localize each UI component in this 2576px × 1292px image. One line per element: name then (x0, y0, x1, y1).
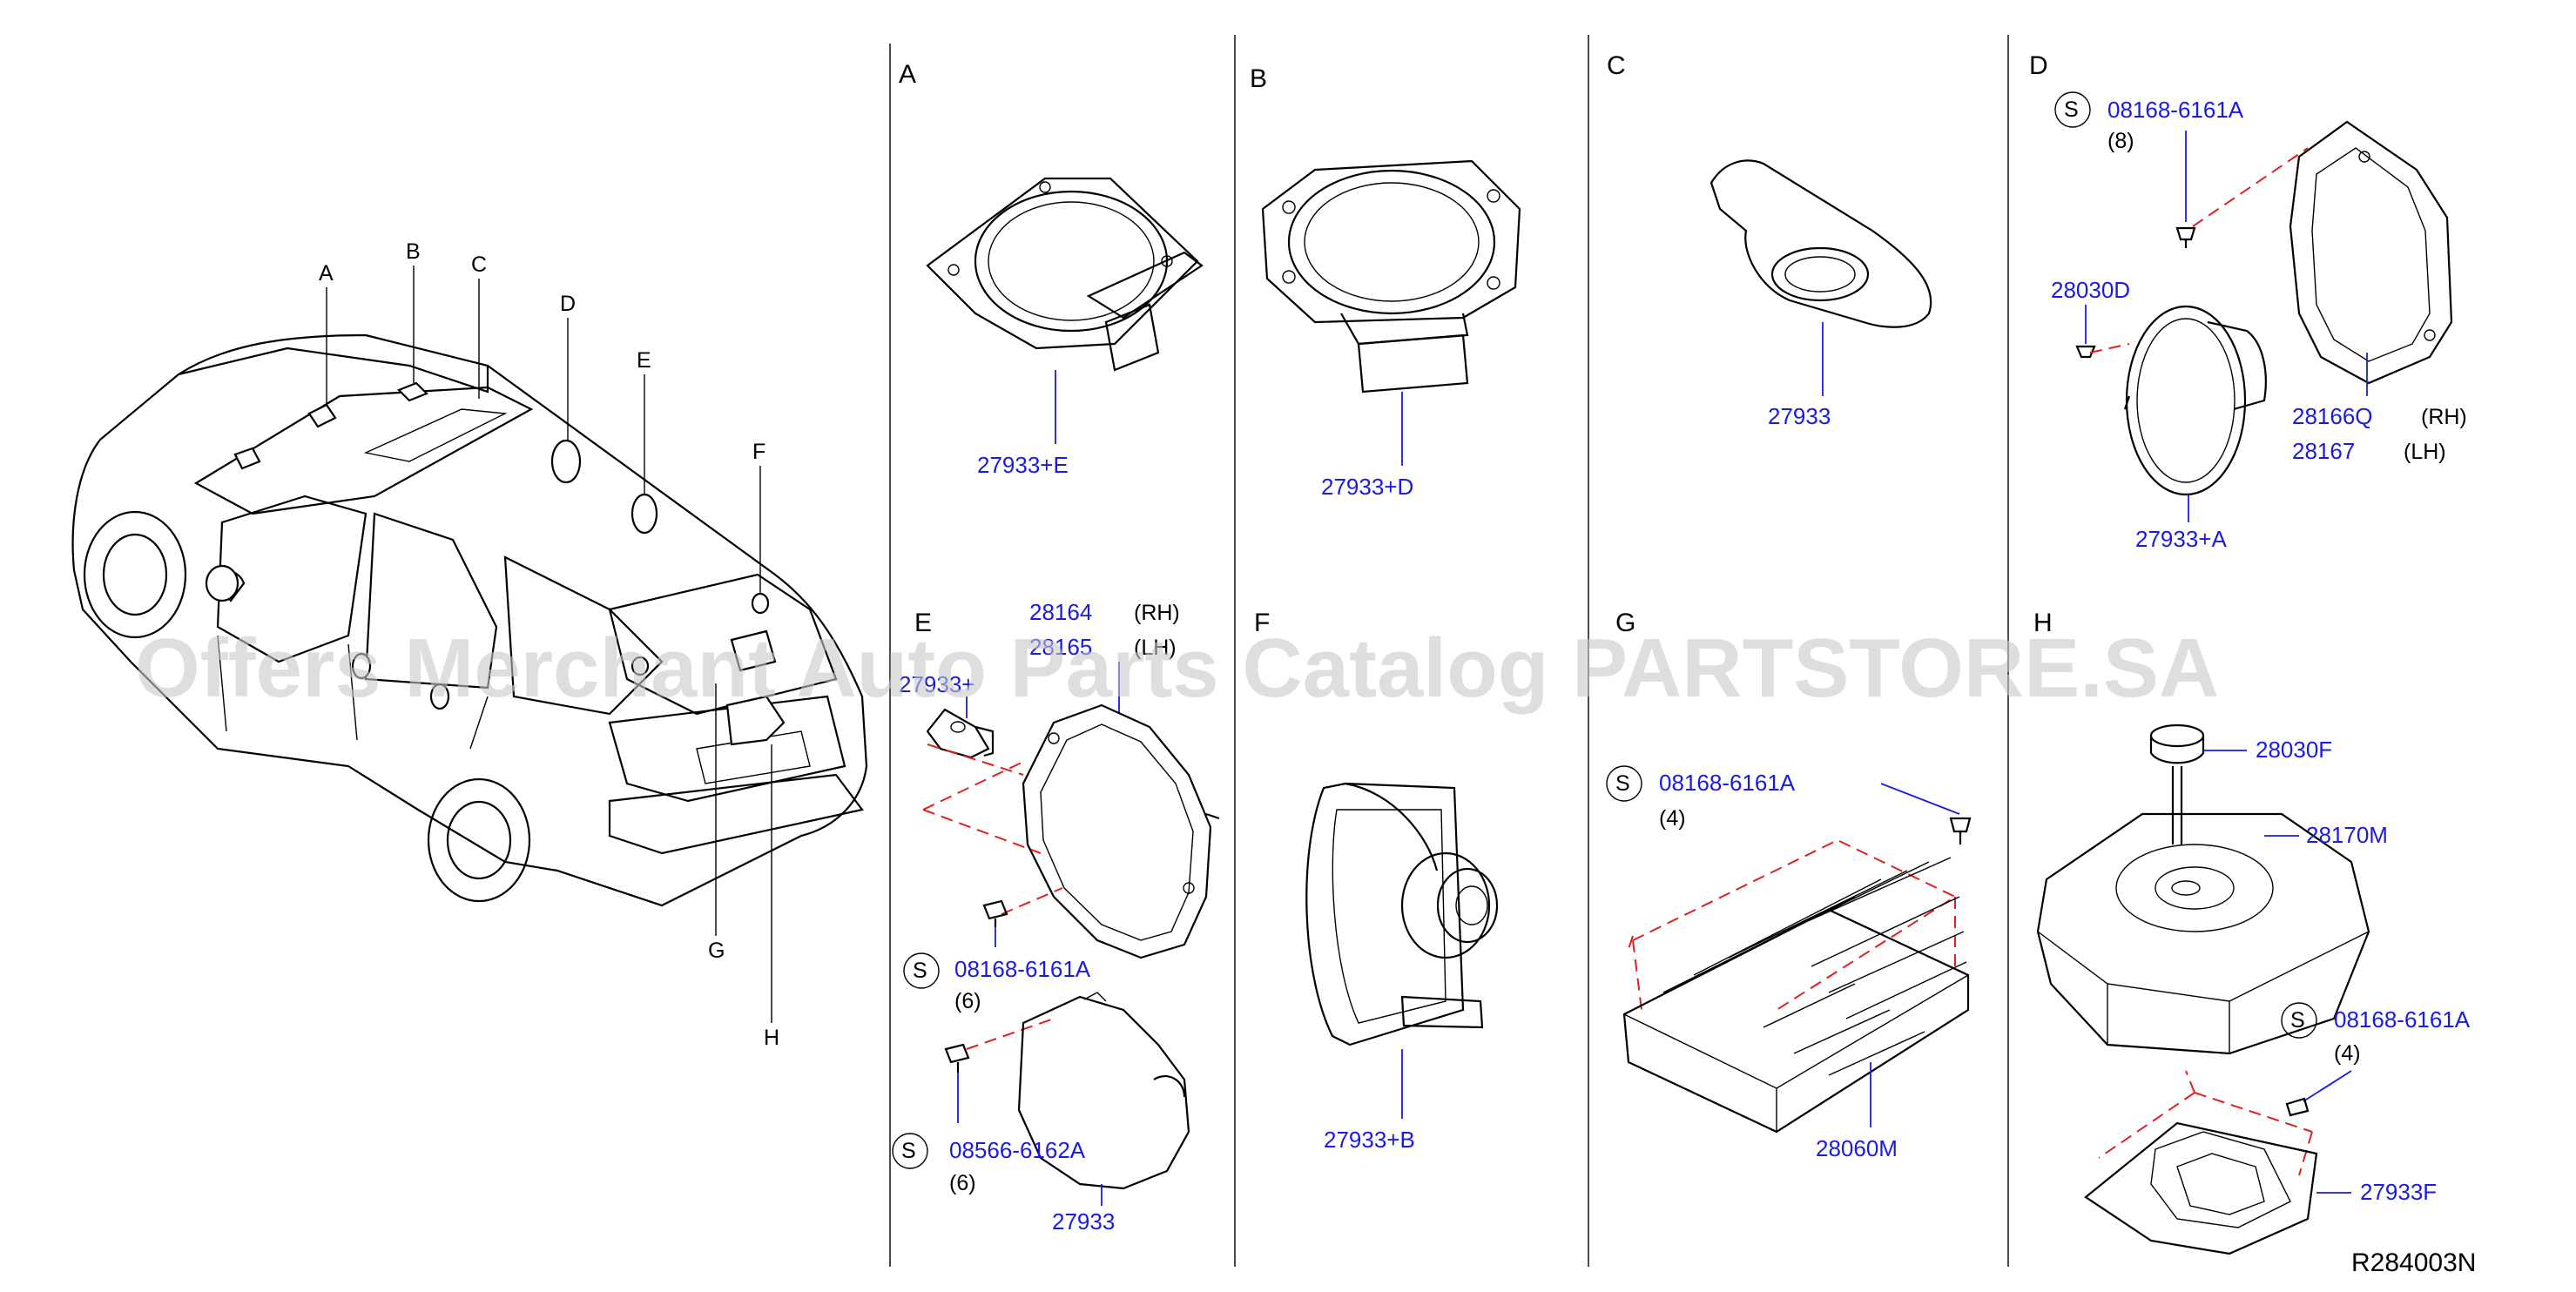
section-label-f: F (1254, 609, 1270, 637)
part-27933-d[interactable]: 27933+D (1321, 474, 1413, 500)
part-28030d[interactable]: 28030D (2051, 277, 2130, 303)
qty-g-screw: (4) (1659, 806, 1686, 831)
s-marker-d (2054, 91, 2091, 128)
section-label-c: C (1607, 51, 1626, 80)
speaker-f-drawing (1305, 782, 1499, 1046)
part-28170m[interactable]: 28170M (2306, 822, 2388, 848)
screw-small-d-drawing (2075, 345, 2096, 359)
part-28164[interactable]: 28164 (1029, 599, 1092, 625)
bracket-e-drawing (1022, 703, 1220, 959)
part-27933-b[interactable]: 27933+B (1324, 1127, 1415, 1153)
vehicle-illustration (71, 266, 868, 1023)
part-08168-6161a-h[interactable]: 08168-6161A (2334, 1006, 2471, 1033)
s-marker-d-text: S (2064, 98, 2079, 122)
cover-h-drawing (2084, 1121, 2318, 1255)
section-label-b: B (1250, 64, 1267, 93)
section-label-d: D (2029, 51, 2048, 80)
s-marker-h (2281, 1002, 2317, 1039)
speaker-e-drawing (1017, 992, 1190, 1190)
tweeter-e-drawing (926, 708, 995, 759)
callout-c: C (471, 252, 487, 277)
qty-e-screw2: (6) (949, 1171, 976, 1195)
part-08168-6161a-d[interactable]: 08168-6161A (2107, 97, 2244, 123)
screw-h-drawing (2285, 1097, 2310, 1117)
speaker-b-drawing (1261, 159, 1521, 394)
s-marker-e1-text: S (913, 959, 927, 983)
callout-d: D (560, 292, 576, 316)
section-label-e: E (914, 609, 932, 637)
callout-e: E (637, 348, 651, 373)
side-rh-d: (RH) (2421, 405, 2467, 429)
callout-g: G (708, 939, 725, 963)
speaker-c-drawing (1709, 159, 1932, 328)
enclosure-h-drawing (2036, 812, 2370, 1055)
s-marker-e1 (903, 952, 940, 989)
part-27933-a[interactable]: 27933+A (2135, 526, 2227, 552)
section-label-h: H (2033, 609, 2053, 637)
panel-dividers (889, 35, 2009, 1267)
bracket-d-drawing (2289, 120, 2453, 385)
s-marker-e2 (892, 1133, 928, 1169)
diagram-reference: R284003N (2351, 1248, 2476, 1277)
amplifier-g-drawing (1622, 857, 1970, 1134)
part-28030f[interactable]: 28030F (2256, 737, 2332, 763)
part-28167[interactable]: 28167 (2292, 438, 2355, 464)
screw-e1-drawing (982, 899, 1008, 927)
screw-g-drawing (1949, 817, 1972, 845)
s-marker-e2-text: S (901, 1139, 916, 1163)
side-lh-e: (LH) (1134, 636, 1177, 660)
part-08566-6162a[interactable]: 08566-6162A (949, 1137, 1086, 1163)
s-marker-h-text: S (2290, 1008, 2305, 1033)
screw-e2-drawing (944, 1043, 970, 1073)
section-label-g: G (1615, 609, 1635, 637)
bolt-h-drawing (2149, 723, 2205, 845)
section-label-a: A (899, 60, 916, 89)
qty-h-screw: (4) (2334, 1041, 2361, 1066)
callout-f: F (752, 440, 765, 464)
speaker-d-drawing (2123, 305, 2267, 496)
callout-a: A (319, 261, 334, 286)
part-27933-e-speaker[interactable]: 27933 (1052, 1208, 1115, 1235)
side-lh-d: (LH) (2404, 440, 2446, 464)
part-27933-c[interactable]: 27933 (1768, 403, 1831, 429)
part-28166q[interactable]: 28166Q (2292, 403, 2373, 429)
qty-e-screw1: (6) (954, 989, 981, 1013)
part-08168-6161a-e[interactable]: 08168-6161A (954, 956, 1091, 982)
part-28060m[interactable]: 28060M (1816, 1135, 1898, 1161)
part-08168-6161a-g[interactable]: 08168-6161A (1659, 770, 1796, 796)
part-27933-e[interactable]: 27933+E (977, 452, 1069, 478)
s-marker-g (1606, 765, 1642, 802)
callout-b: B (406, 239, 421, 264)
part-28165[interactable]: 28165 (1029, 634, 1092, 660)
side-rh-e: (RH) (1134, 601, 1180, 625)
qty-d-screw: (8) (2107, 129, 2134, 153)
part-27933-tweeter[interactable]: 27933+ (899, 671, 974, 697)
screw-d-drawing (2175, 226, 2196, 248)
callout-h: H (764, 1026, 779, 1050)
watermark: Offers Merchant Auto Parts Catalog PARTS… (135, 622, 2219, 715)
part-27933f[interactable]: 27933F (2360, 1179, 2437, 1205)
speaker-a-drawing (926, 177, 1204, 372)
s-marker-g-text: S (1615, 771, 1630, 796)
